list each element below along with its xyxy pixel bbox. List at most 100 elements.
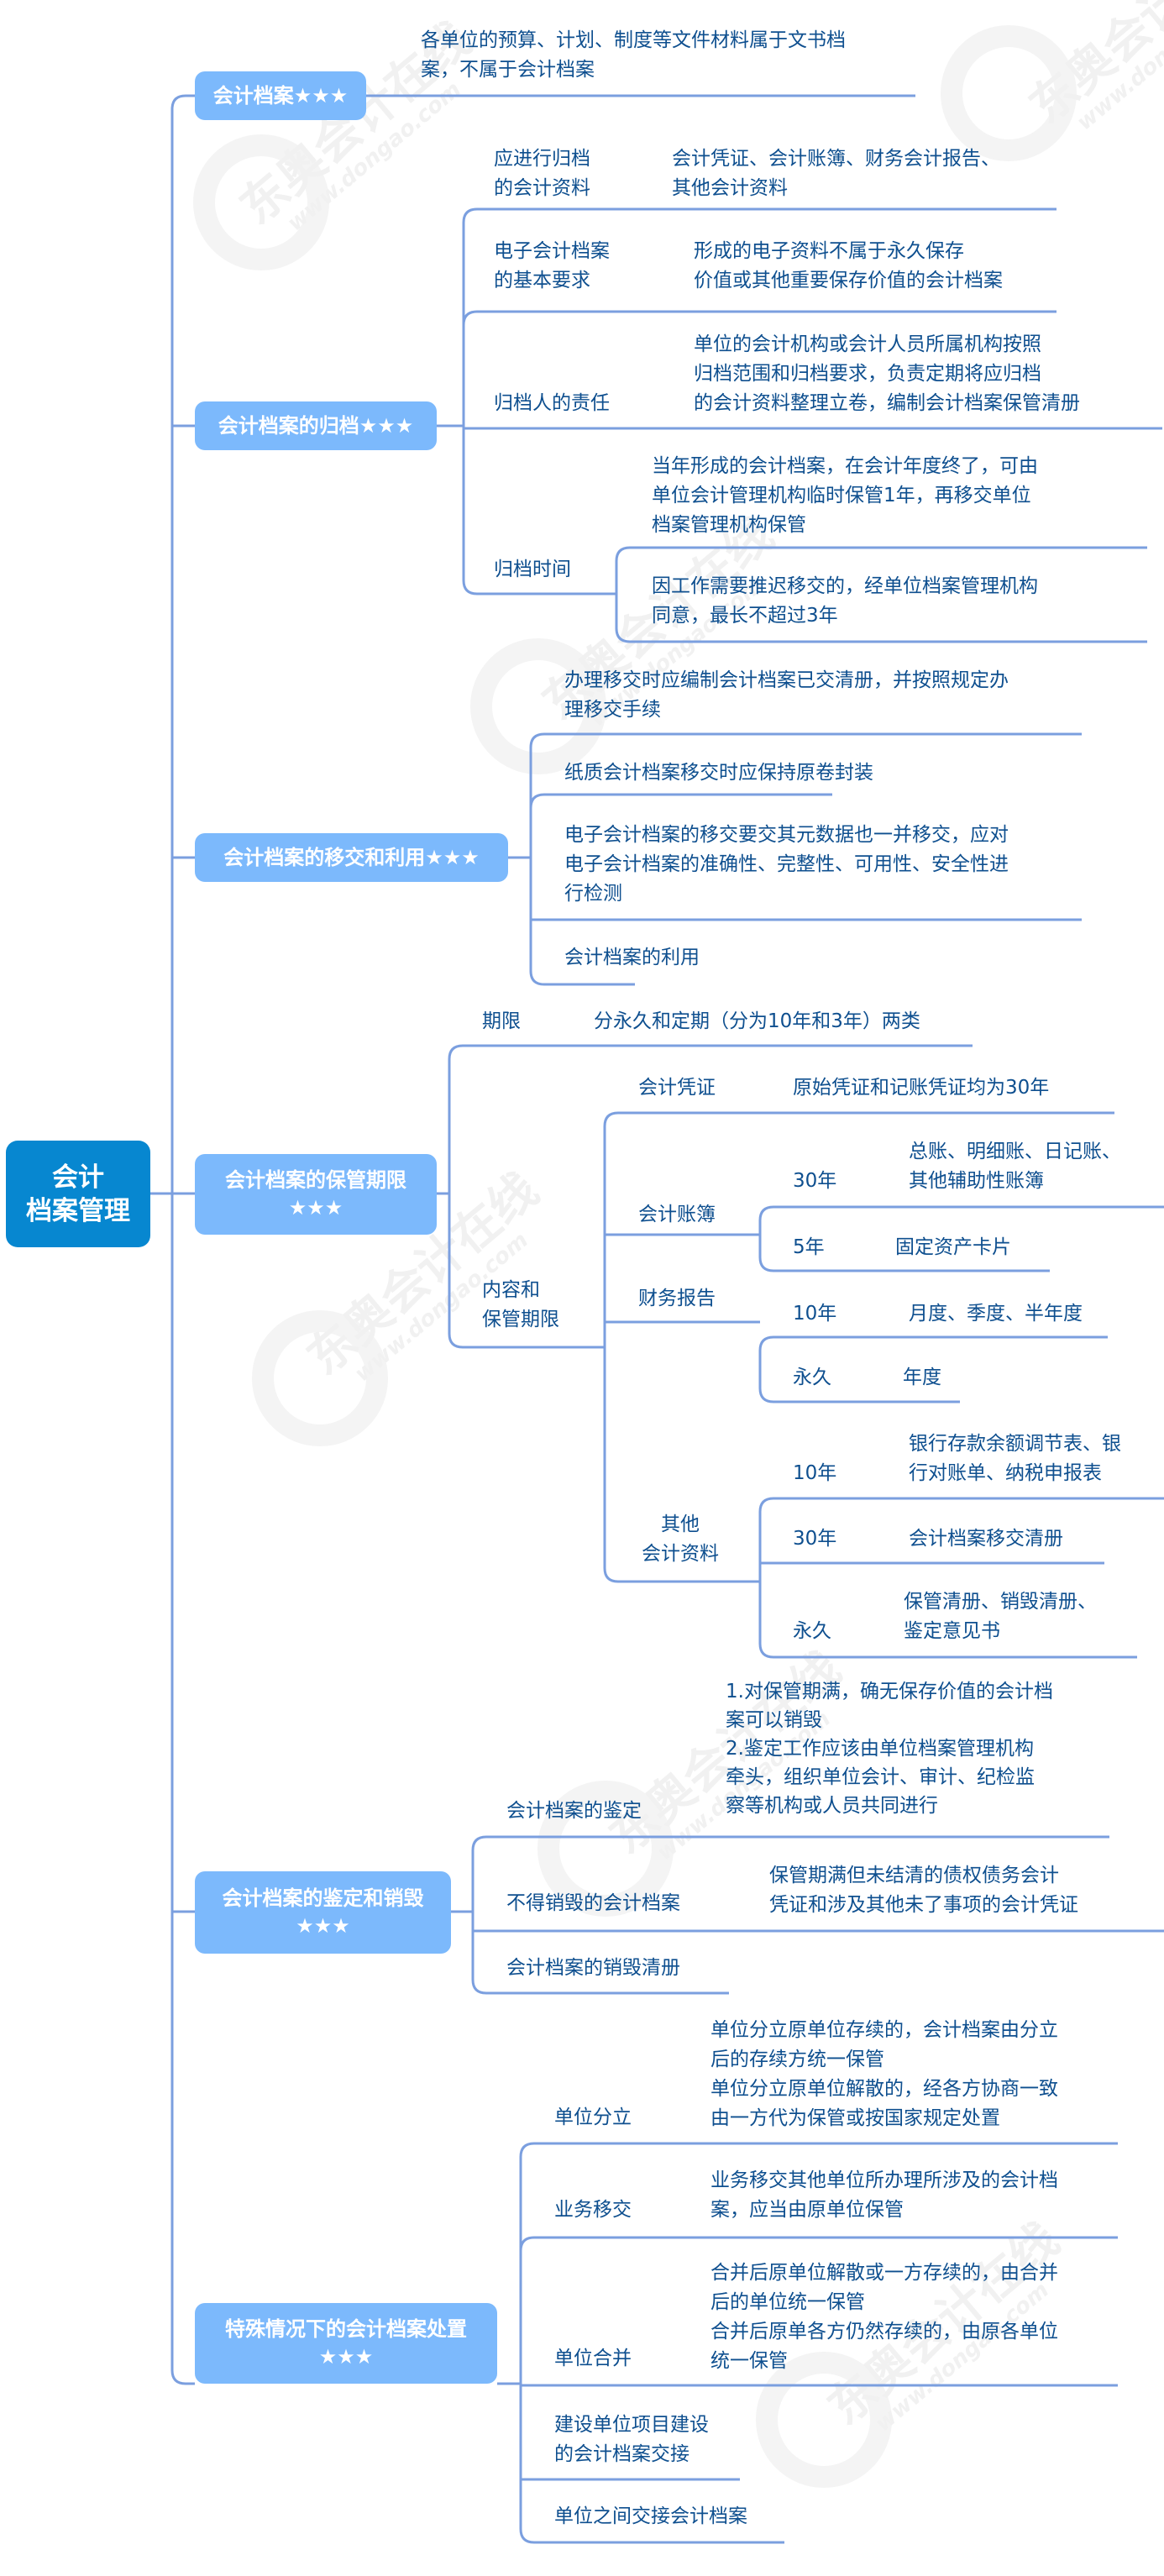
value-line: 1.对保管期满，确无保存价值的会计档 [726, 1681, 1053, 1702]
branch-stars: ★★★ [318, 2345, 374, 2369]
period-reports-10[interactable]: 10年 [793, 1299, 836, 1329]
topic-line: 建设单位项目建设 [554, 2414, 709, 2436]
topic-content-and-period[interactable]: 内容和 保管期限 [482, 1276, 559, 1335]
value-other-30[interactable]: 会计档案移交清册 [909, 1524, 1063, 1554]
value-line: 同意，最长不超过3年 [652, 605, 838, 627]
value-appraisal[interactable]: 1.对保管期满，确无保存价值的会计档 案可以销毁 2.鉴定工作应该由单位档案管理… [726, 1677, 1053, 1820]
value-split[interactable]: 单位分立原单位存续的，会计档案由分立 后的存续方统一保管 单位分立原单位解散的，… [710, 2016, 1058, 2133]
topic-line: 电子会计档案的准确性、完整性、可用性、安全性进 [564, 853, 1009, 875]
branch-label: 会计档案的鉴定和销毁 [222, 1886, 424, 1910]
value-line: 银行存款余额调节表、银 [909, 1433, 1121, 1455]
value-line: 案，应当由原单位保管 [710, 2199, 904, 2221]
period-reports-permanent[interactable]: 永久 [793, 1363, 831, 1393]
value-line: 2.鉴定工作应该由单位档案管理机构 [726, 1738, 1034, 1760]
group-other-materials[interactable]: 其他 会计资料 [638, 1510, 722, 1569]
topic-line: 归档时间 [494, 559, 571, 580]
value-reports-permanent[interactable]: 年度 [903, 1363, 941, 1393]
value-electronic-requirements[interactable]: 形成的电子资料不属于永久保存 价值或其他重要保存价值的会计档案 [694, 237, 1003, 296]
topic-line: 业务移交 [554, 2199, 632, 2221]
topic-line: 纸质会计档案移交时应保持原卷封装 [564, 762, 873, 784]
value-line: 单位会计管理机构临时保管1年，再移交单位 [652, 485, 1031, 506]
value-line: 固定资产卡片 [895, 1236, 1011, 1258]
value-line: 档案管理机构保管 [652, 514, 806, 536]
watermark-logo-icon [193, 134, 329, 270]
topic-paper-transfer[interactable]: 纸质会计档案移交时应保持原卷封装 [564, 758, 873, 788]
period-other-permanent[interactable]: 永久 [793, 1617, 831, 1646]
branch-accounting-archives[interactable]: 会计档案★★★ [195, 71, 366, 120]
topic-line: 的基本要求 [494, 270, 590, 291]
value-archiving-time-delay[interactable]: 因工作需要推迟移交的，经单位档案管理机构 同意，最长不超过3年 [652, 572, 1038, 631]
topic-not-destroyable[interactable]: 不得销毁的会计档案 [506, 1889, 680, 1918]
value-ledgers-30[interactable]: 总账、明细账、日记账、 其他辅助性账簿 [909, 1137, 1121, 1196]
period-line: 10年 [793, 1462, 837, 1484]
branch-stars: ★★★ [288, 1196, 343, 1220]
group-financial-reports[interactable]: 财务报告 [638, 1284, 716, 1314]
topic-archive-use[interactable]: 会计档案的利用 [564, 943, 700, 973]
value-line: 分永久和定期（分为10年和3年）两类 [594, 1010, 920, 1032]
value-line: 月度、季度、半年度 [909, 1303, 1083, 1325]
topic-line: 单位之间交接会计档案 [554, 2505, 747, 2527]
topic-electronic-requirements[interactable]: 电子会计档案 的基本要求 [494, 237, 610, 296]
value-line: 原始凭证和记账凭证均为30年 [793, 1077, 1050, 1099]
branch-special-cases[interactable]: 特殊情况下的会计档案处置 ★★★ [195, 2303, 497, 2384]
period-other-30[interactable]: 30年 [793, 1524, 836, 1554]
topic-business-transfer[interactable]: 业务移交 [554, 2196, 632, 2225]
period-ledgers-5[interactable]: 5年 [793, 1233, 825, 1262]
value-archiving-scope[interactable]: 会计凭证、会计账簿、财务会计报告、 其他会计资料 [672, 144, 1000, 203]
value-ledgers-5[interactable]: 固定资产卡片 [895, 1233, 1011, 1262]
topic-line: 的会计资料 [494, 177, 590, 199]
value-line: 形成的电子资料不属于永久保存 [694, 240, 964, 262]
topic-split[interactable]: 单位分立 [554, 2103, 632, 2133]
value-line: 鉴定意见书 [904, 1620, 1000, 1642]
value-line: 业务移交其他单位所办理所涉及的会计档 [710, 2169, 1058, 2191]
value-business-transfer[interactable]: 业务移交其他单位所办理所涉及的会计档 案，应当由原单位保管 [710, 2166, 1058, 2225]
value-archiver-duty[interactable]: 单位的会计机构或会计人员所属机构按照 归档范围和归档要求，负责定期将应归档 的会… [694, 330, 1080, 418]
value-reports-10[interactable]: 月度、季度、半年度 [909, 1299, 1083, 1329]
topic-electronic-transfer[interactable]: 电子会计档案的移交要交其元数据也一并移交，应对 电子会计档案的准确性、完整性、可… [564, 821, 1009, 909]
topic-transfer-list[interactable]: 办理移交时应编制会计档案已交清册，并按照规定办 理移交手续 [564, 666, 1009, 725]
group-vouchers[interactable]: 会计凭证 [638, 1073, 716, 1103]
period-ledgers-30[interactable]: 30年 [793, 1167, 836, 1196]
period-line: 30年 [793, 1528, 837, 1550]
root-label-line2: 档案管理 [26, 1195, 130, 1226]
value-other-10[interactable]: 银行存款余额调节表、银 行对账单、纳税申报表 [909, 1430, 1121, 1488]
value-period[interactable]: 分永久和定期（分为10年和3年）两类 [594, 1007, 920, 1036]
branch-archiving[interactable]: 会计档案的归档★★★ [195, 401, 437, 450]
value-merger[interactable]: 合并后原单位解散或一方存续的，由合并 后的单位统一保管 合并后原单各方仍然存续的… [710, 2259, 1058, 2376]
value-line: 案可以销毁 [726, 1709, 822, 1731]
root-topic[interactable]: 会计 档案管理 [6, 1141, 150, 1247]
topic-archiving-time[interactable]: 归档时间 [494, 555, 571, 585]
topic-line: 内容和 [482, 1279, 540, 1301]
branch-appraisal-destruction[interactable]: 会计档案的鉴定和销毁 ★★★ [195, 1871, 451, 1954]
topic-line: 会计资料 [642, 1543, 719, 1565]
value-line: 年度 [903, 1367, 941, 1388]
value-line: 合并后原单各方仍然存续的，由原各单位 [710, 2321, 1058, 2343]
group-ledgers[interactable]: 会计账簿 [638, 1200, 716, 1230]
period-line: 5年 [793, 1236, 825, 1258]
value-line: 其他会计资料 [672, 177, 788, 199]
topic-period[interactable]: 期限 [482, 1007, 521, 1036]
topic-inter-unit-handover[interactable]: 单位之间交接会计档案 [554, 2502, 747, 2531]
topic-line: 归档人的责任 [494, 392, 610, 414]
value-line: 行对账单、纳税申报表 [909, 1462, 1102, 1484]
topic-merger[interactable]: 单位合并 [554, 2344, 632, 2374]
topic-archiver-duty[interactable]: 归档人的责任 [494, 389, 610, 418]
topic-construction-handover[interactable]: 建设单位项目建设 的会计档案交接 [554, 2411, 709, 2469]
note-wenshu-archives[interactable]: 各单位的预算、计划、制度等文件材料属于文书档 案，不属于会计档案 [421, 26, 846, 85]
branch-transfer-and-use[interactable]: 会计档案的移交和利用★★★ [195, 833, 508, 882]
value-line: 保管期满但未结清的债权债务会计 [769, 1865, 1059, 1886]
topic-destruction-list[interactable]: 会计档案的销毁清册 [506, 1954, 680, 1983]
period-other-10[interactable]: 10年 [793, 1459, 836, 1488]
topic-archiving-scope[interactable]: 应进行归档 的会计资料 [494, 144, 590, 203]
period-line: 10年 [793, 1303, 837, 1325]
topic-line: 行检测 [564, 883, 622, 905]
value-archiving-time-normal[interactable]: 当年形成的会计档案，在会计年度终了，可由 单位会计管理机构临时保管1年，再移交单… [652, 452, 1038, 540]
value-other-permanent[interactable]: 保管清册、销毁清册、 鉴定意见书 [904, 1587, 1097, 1646]
value-line: 总账、明细账、日记账、 [909, 1141, 1121, 1162]
value-not-destroyable[interactable]: 保管期满但未结清的债权债务会计 凭证和涉及其他未了事项的会计凭证 [769, 1861, 1078, 1920]
topic-appraisal[interactable]: 会计档案的鉴定 [506, 1797, 642, 1826]
value-vouchers[interactable]: 原始凭证和记账凭证均为30年 [793, 1073, 1049, 1103]
branch-retention-period[interactable]: 会计档案的保管期限 ★★★ [195, 1154, 437, 1235]
value-line: 价值或其他重要保存价值的会计档案 [694, 270, 1003, 291]
